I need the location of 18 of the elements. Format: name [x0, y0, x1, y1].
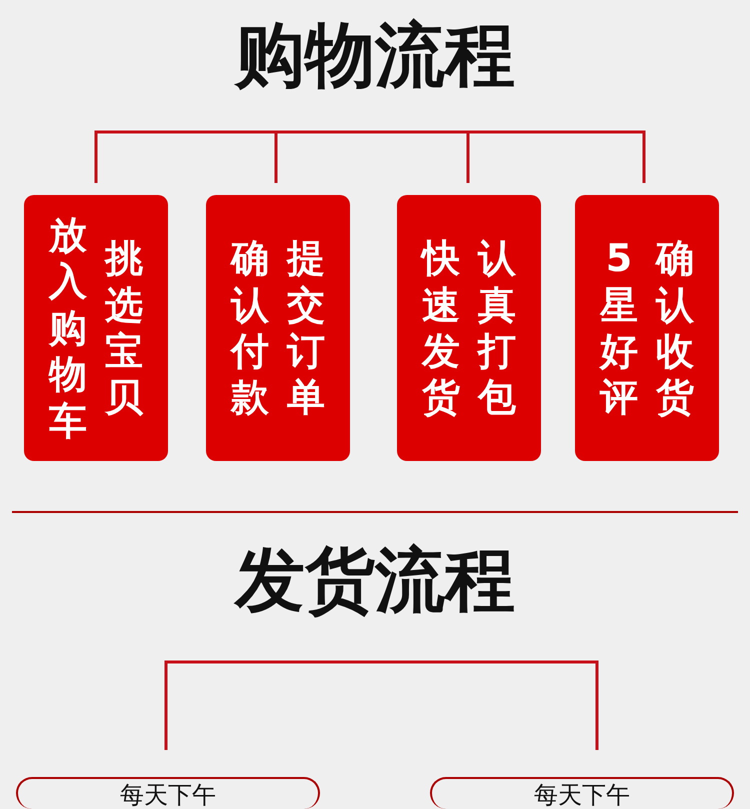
- step-card: [206, 195, 350, 461]
- section-heading: 发货流程: [235, 545, 515, 615]
- step-card: [575, 195, 719, 461]
- step-text: 确认收货: [656, 235, 694, 421]
- step-card: [397, 195, 541, 461]
- step-text: 每天下午: [120, 783, 216, 807]
- step-card: [24, 195, 168, 461]
- step-text: 快速发货: [422, 235, 460, 421]
- step-text: 放入购物车: [49, 212, 87, 444]
- rounded-box: [430, 777, 734, 809]
- step-text: 提交订单: [287, 235, 325, 421]
- step-text: 每天下午: [534, 783, 630, 807]
- step-text: 确认付款: [231, 235, 269, 421]
- step-text: 5星好评: [600, 235, 638, 421]
- step-text: 挑选宝贝: [105, 235, 143, 421]
- rounded-box: [16, 777, 320, 809]
- step-text: 认真打包: [478, 235, 516, 421]
- title: 购物流程: [235, 20, 515, 90]
